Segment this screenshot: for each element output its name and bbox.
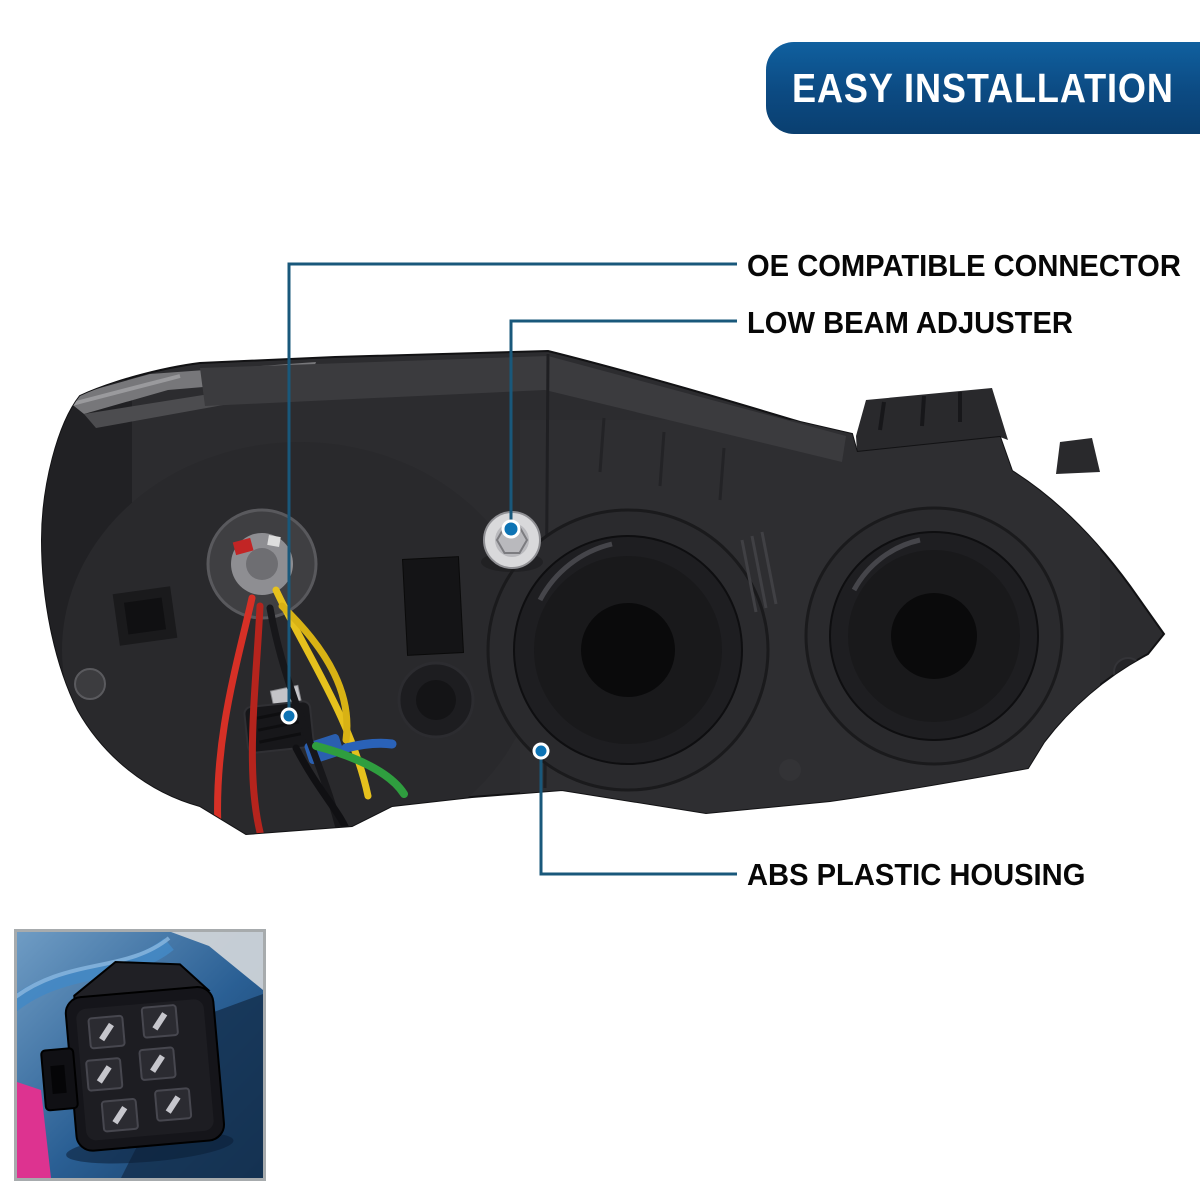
banner-label: EASY INSTALLATION <box>792 64 1174 111</box>
bulb-cap-left <box>486 508 770 792</box>
oe-connector-plug <box>243 684 344 764</box>
low-beam-adjuster-screw <box>481 511 543 572</box>
wiring-harness <box>214 586 408 834</box>
mounting-bracket <box>856 388 1100 474</box>
callout-line-oe-connector <box>287 262 737 710</box>
inset-connector-plug <box>40 960 234 1164</box>
callout-dot-oe-connector-icon <box>280 707 298 725</box>
connector-closeup-graphic <box>17 932 263 1178</box>
bulb-socket <box>206 508 318 620</box>
bulb-cap-right <box>804 506 1064 766</box>
connector-closeup-inset <box>14 929 266 1181</box>
banner-easy-installation: EASY INSTALLATION <box>766 42 1200 134</box>
callout-label-low-beam-adjuster: LOW BEAM ADJUSTER <box>747 305 1073 340</box>
callout-line-low-beam-adjuster <box>509 319 737 522</box>
callout-dot-low-beam-adjuster-icon <box>501 519 521 539</box>
callout-dot-abs-housing-icon <box>532 742 550 760</box>
callout-label-oe-connector: OE COMPATIBLE CONNECTOR <box>747 248 1181 283</box>
callout-label-abs-housing: ABS PLASTIC HOUSING <box>747 857 1086 892</box>
callout-line-abs-housing <box>539 758 737 876</box>
housing-body <box>40 349 1166 836</box>
